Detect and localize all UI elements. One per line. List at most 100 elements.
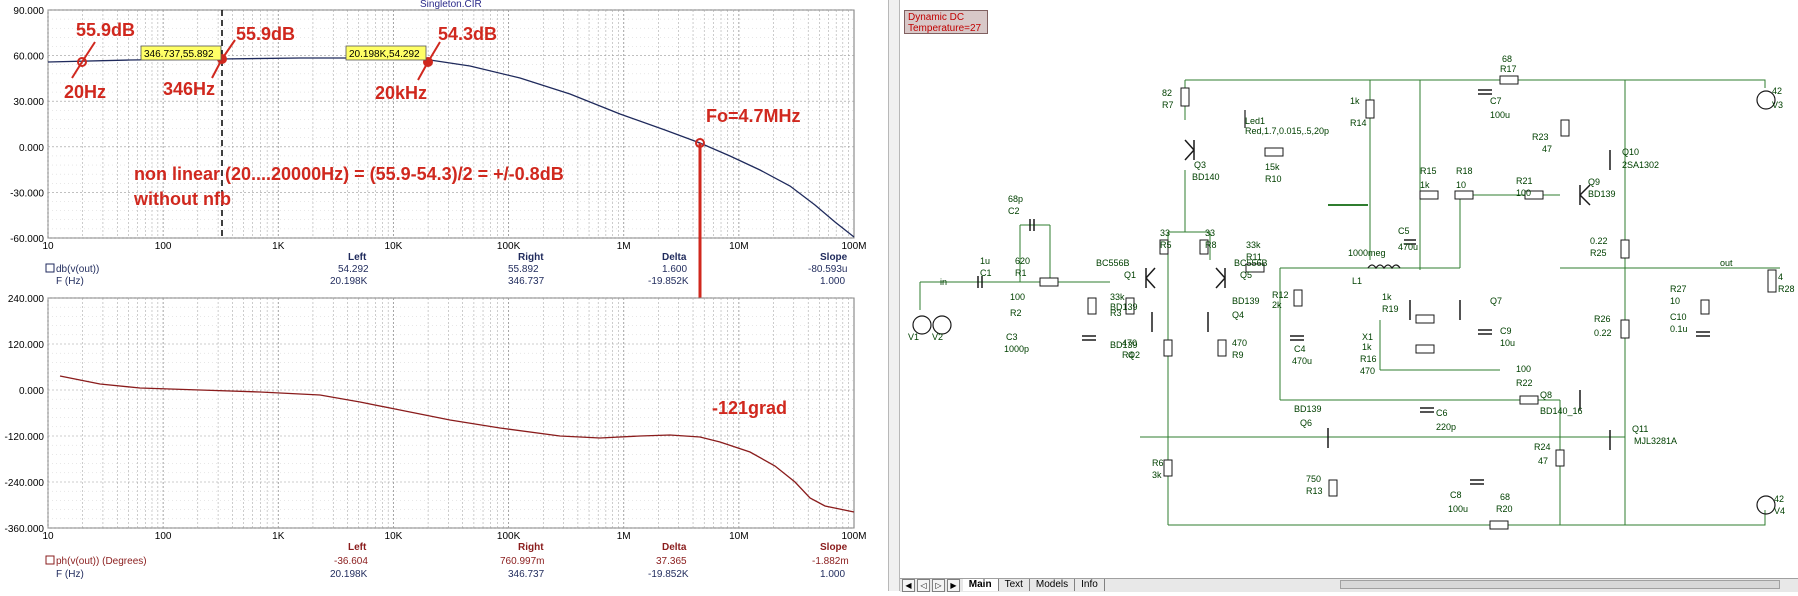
- resistor-r11[interactable]: [1245, 263, 1265, 273]
- resistor-r13[interactable]: [1328, 479, 1338, 497]
- resistor-r19[interactable]: [1415, 314, 1435, 324]
- component-label: 470: [1122, 338, 1137, 348]
- component-label: out: [1720, 258, 1733, 268]
- magnitude-curve: [47, 57, 855, 238]
- component-label: R28: [1778, 284, 1795, 294]
- resistor-r27[interactable]: [1700, 299, 1710, 315]
- x-tick-label: 10K: [385, 531, 403, 542]
- readout-header-slope: Slope: [820, 252, 848, 263]
- resistor-r23[interactable]: [1560, 119, 1570, 137]
- resistor-r4[interactable]: [1163, 339, 1173, 357]
- component-label: R14: [1350, 118, 1367, 128]
- resistor-r21[interactable]: [1524, 190, 1544, 200]
- resistor-r8[interactable]: [1199, 239, 1209, 255]
- component-label: Q5: [1240, 270, 1252, 280]
- component-label: C1: [980, 268, 992, 278]
- resistor-r25[interactable]: [1620, 239, 1630, 259]
- resistor-r12[interactable]: [1293, 289, 1303, 307]
- phase-y-ticks: 240.000120.0000.000-120.000-240.000-360.…: [5, 294, 45, 535]
- resistor-r16[interactable]: [1415, 344, 1435, 354]
- leader-346hz: [211, 58, 223, 79]
- source-v3[interactable]: [1756, 90, 1776, 110]
- resistor-r5[interactable]: [1159, 239, 1169, 255]
- phase-plot-frame[interactable]: [47, 297, 855, 529]
- horizontal-scrollbar[interactable]: [1340, 580, 1780, 589]
- readout-row1-slope: -80.593u: [808, 264, 847, 275]
- resistor-r22[interactable]: [1519, 395, 1539, 405]
- component-label: Red,1.7,0.015,.5,20p: [1245, 126, 1329, 136]
- resistor-r18[interactable]: [1454, 190, 1474, 200]
- resistor-r1[interactable]: [1039, 277, 1059, 287]
- annotation-55-9db-mid: 55.9dB: [236, 24, 295, 44]
- leader-55-9-left: [81, 41, 96, 63]
- y-tick-label: 30.000: [13, 97, 44, 108]
- component-label: BD139: [1110, 340, 1138, 350]
- component-label: 2SA1302: [1622, 160, 1659, 170]
- readout-row2-left: 20.198K: [330, 276, 368, 287]
- component-label: BD139: [1232, 296, 1260, 306]
- component-label: 1000p: [1004, 344, 1029, 354]
- annotation-54-3db: 54.3dB: [438, 24, 497, 44]
- x-tick-label: 100M: [841, 531, 866, 542]
- resistor-r6[interactable]: [1163, 459, 1173, 477]
- component-label: R8: [1205, 240, 1217, 250]
- tab-scroll-first-icon[interactable]: ◀: [902, 579, 915, 592]
- component-label: L1: [1352, 276, 1362, 286]
- resistor-r15[interactable]: [1419, 190, 1439, 200]
- resistor-r28[interactable]: [1767, 269, 1777, 293]
- component-label: 0.22: [1590, 236, 1608, 246]
- schematic-canvas[interactable]: 68R1742V382R7Led1Red,1.7,0.015,.5,20p1kR…: [900, 0, 1798, 576]
- component-label: 4: [1778, 272, 1783, 282]
- component-label: 68: [1502, 54, 1512, 64]
- resistor-r17[interactable]: [1499, 75, 1519, 85]
- tab-scroll-last-icon[interactable]: ▶: [947, 579, 960, 592]
- component-label: Q10: [1622, 147, 1639, 157]
- resistor-r9[interactable]: [1217, 339, 1227, 357]
- resistor-r20[interactable]: [1489, 520, 1509, 530]
- status-mode: Dynamic DC: [908, 12, 965, 23]
- component-label: R7: [1162, 100, 1174, 110]
- resistor-r7[interactable]: [1180, 87, 1190, 107]
- phase-readout-row2-right: 346.737: [508, 569, 545, 580]
- resistor-r26[interactable]: [1620, 319, 1630, 339]
- component-label: 1k: [1362, 342, 1372, 352]
- inductor-l1[interactable]: [1367, 264, 1401, 270]
- component-label: Q3: [1194, 160, 1206, 170]
- series-color-swatch[interactable]: [45, 263, 55, 273]
- tab-main[interactable]: Main: [962, 579, 999, 591]
- source-v1[interactable]: [912, 315, 932, 335]
- component-label: 33k: [1110, 292, 1125, 302]
- leader-20hz: [71, 61, 83, 79]
- analysis-status-box: Dynamic DC Temperature=27: [904, 10, 988, 34]
- resistor-r3[interactable]: [1125, 297, 1135, 315]
- phase-series-swatch[interactable]: [45, 555, 55, 565]
- component-label: C6: [1436, 408, 1448, 418]
- source-v4[interactable]: [1756, 495, 1776, 515]
- component-label: 100: [1010, 292, 1025, 302]
- component-label: 470u: [1398, 242, 1418, 252]
- resistor-r24[interactable]: [1555, 449, 1565, 467]
- component-label: 10: [1456, 180, 1466, 190]
- tab-models[interactable]: Models: [1030, 579, 1076, 591]
- pane-splitter[interactable]: [888, 0, 900, 591]
- component-label: 470u: [1292, 356, 1312, 366]
- annotation-20hz: 20Hz: [64, 82, 106, 102]
- tab-scroll-next-icon[interactable]: ▷: [932, 579, 945, 592]
- resistor-r10[interactable]: [1264, 147, 1284, 157]
- schematic-pane[interactable]: Dynamic DC Temperature=27: [900, 0, 1798, 592]
- marker-fo: [695, 138, 705, 148]
- tab-text[interactable]: Text: [999, 579, 1030, 591]
- y-tick-label: 0.000: [19, 143, 44, 154]
- status-temperature: Temperature=27: [908, 23, 982, 34]
- tab-info[interactable]: Info: [1075, 579, 1105, 591]
- component-label: R25: [1590, 248, 1607, 258]
- y-tick-label: -30.000: [10, 188, 44, 199]
- source-v2[interactable]: [932, 315, 952, 335]
- tab-scroll-prev-icon[interactable]: ◁: [917, 579, 930, 592]
- resistor-r2[interactable]: [1087, 297, 1097, 315]
- component-label: 2k: [1272, 300, 1282, 310]
- resistor-r14[interactable]: [1365, 99, 1375, 119]
